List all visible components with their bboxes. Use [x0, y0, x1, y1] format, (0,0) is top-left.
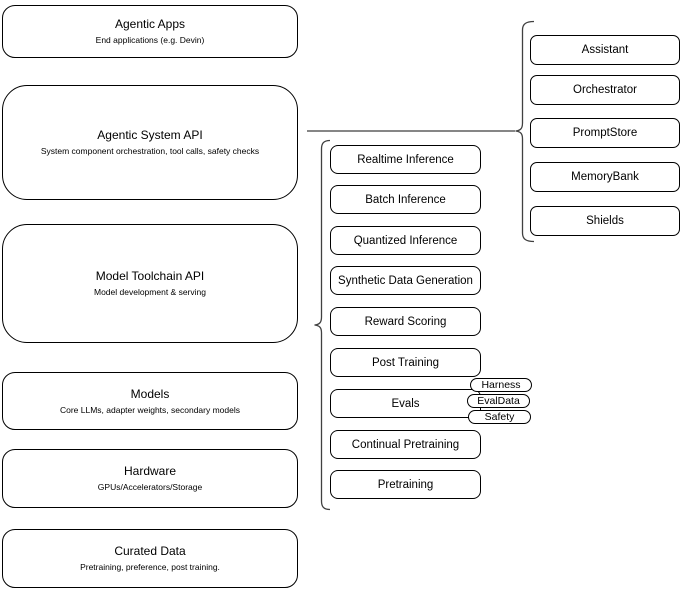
layer-subtitle: Pretraining, preference, post training.	[80, 562, 220, 572]
layer-title: Agentic Apps	[114, 17, 186, 31]
component-orchestrator: Orchestrator	[530, 75, 680, 105]
toolchain-item-realtime-inference: Realtime Inference	[330, 145, 481, 174]
component-promptstore: PromptStore	[530, 118, 680, 148]
toolchain-item-post-training: Post Training	[330, 348, 481, 377]
layer-title: Curated Data	[114, 544, 186, 558]
layer-title: Agentic System API	[97, 128, 203, 142]
eval-tag-safety: Safety	[468, 410, 531, 424]
layer-subtitle: End applications (e.g. Devin)	[95, 35, 205, 45]
layer-subtitle: Core LLMs, adapter weights, secondary mo…	[59, 404, 240, 415]
toolchain-brace	[314, 139, 331, 511]
component-shields: Shields	[530, 206, 680, 236]
toolchain-item-reward-scoring: Reward Scoring	[330, 307, 481, 336]
toolchain-item-continual-pretraining: Continual Pretraining	[330, 430, 481, 459]
component-memorybank: MemoryBank	[530, 162, 680, 192]
toolchain-item-batch-inference: Batch Inference	[330, 185, 481, 214]
layer-models: Models Core LLMs, adapter weights, secon…	[2, 372, 298, 430]
layer-agentic-system-api: Agentic System API System component orch…	[2, 85, 298, 200]
layer-title: Model Toolchain API	[95, 269, 205, 283]
layer-subtitle: System component orchestration, tool cal…	[40, 146, 260, 156]
toolchain-item-quantized-inference: Quantized Inference	[330, 226, 481, 255]
layer-title: Hardware	[123, 464, 177, 478]
component-assistant: Assistant	[530, 35, 680, 65]
layer-hardware: Hardware GPUs/Accelerators/Storage	[2, 449, 298, 508]
toolchain-item-evals: Evals	[330, 389, 481, 418]
eval-tag-harness: Harness	[470, 378, 532, 392]
layer-title: Models	[130, 386, 170, 401]
layer-subtitle: GPUs/Accelerators/Storage	[97, 482, 203, 492]
layer-subtitle: Model development & serving	[94, 287, 206, 297]
eval-tag-evaldata: EvalData	[467, 394, 530, 408]
toolchain-item-pretraining: Pretraining	[330, 470, 481, 499]
layer-model-toolchain-api: Model Toolchain API Model development & …	[2, 224, 298, 343]
layer-curated-data: Curated Data Pretraining, preference, po…	[2, 529, 298, 588]
layer-agentic-apps: Agentic Apps End applications (e.g. Devi…	[2, 5, 298, 58]
toolchain-item-synthetic-data-generation: Synthetic Data Generation	[330, 266, 481, 295]
